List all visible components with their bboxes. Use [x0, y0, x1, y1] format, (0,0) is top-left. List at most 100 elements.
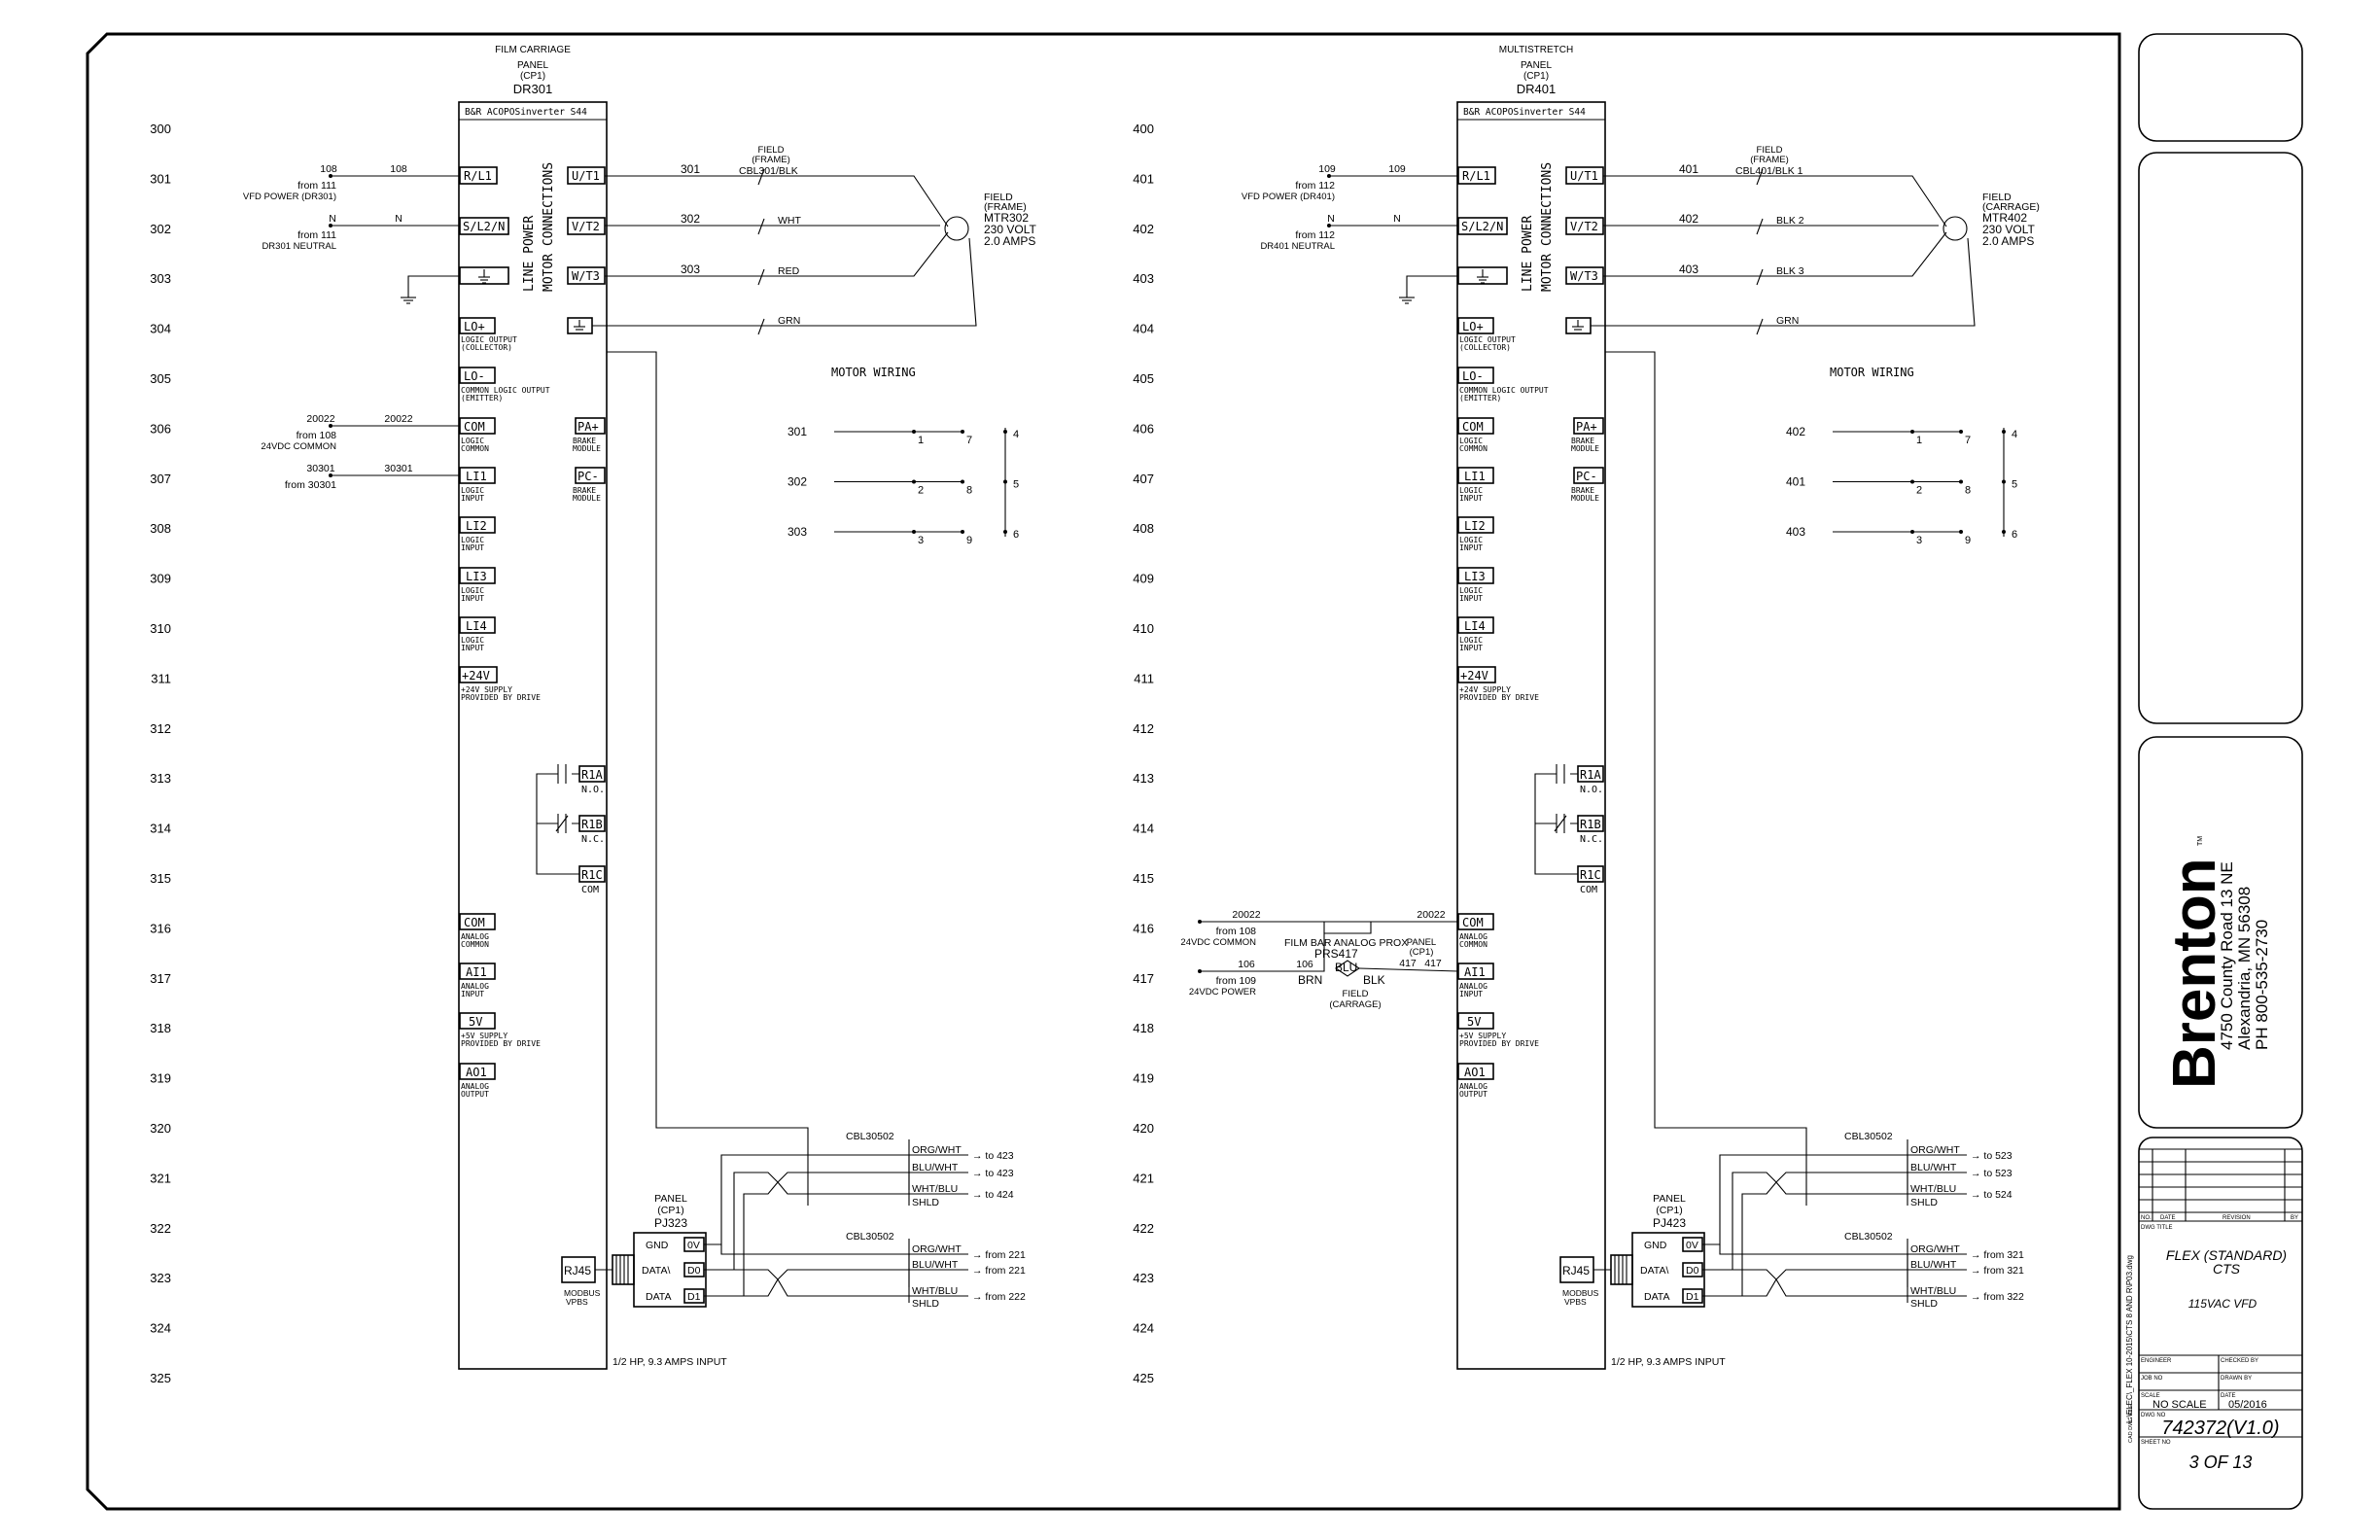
company-logo: Brenton TM — [2161, 836, 2228, 1089]
sheet-number: 3 OF 13 — [2189, 1452, 2253, 1472]
rung-number: 324 — [150, 1321, 171, 1336]
mw-term: 3 — [918, 535, 924, 546]
motor-frame: (FRAME) — [984, 201, 1027, 213]
rung-number: 313 — [150, 771, 171, 786]
terminal-desc: COMMON LOGIC OUTPUT — [1459, 386, 1549, 395]
prox-cp: (CP1) — [1410, 947, 1434, 958]
pj-panel: PANEL — [1653, 1193, 1686, 1205]
terminal-ut1: U/T1 — [572, 169, 600, 183]
terminal-desc: OUTPUT — [1459, 1090, 1488, 1099]
motor-volt: 230 VOLT — [984, 223, 1036, 236]
terminal-desc: COMMON — [461, 940, 489, 949]
terminal-desc: PROVIDED BY DRIVE — [1459, 1039, 1539, 1048]
motor-id: MTR302 — [984, 211, 1029, 225]
terminal-desc: N.C. — [1580, 834, 1603, 845]
date-value: 05/2016 — [2228, 1399, 2267, 1411]
wire-number: N — [395, 213, 402, 225]
rung-number: 405 — [1133, 371, 1154, 386]
drive-dr301: FILM CARRIAGE PANEL (CP1) DR301 B&R ACOP… — [150, 45, 1036, 1385]
drive-box — [1456, 101, 1606, 1370]
terminal-desc: +24V SUPPLY — [1459, 685, 1511, 694]
terminal-analog-com: COM — [1462, 916, 1484, 929]
mw-term: 2 — [918, 485, 924, 497]
terminal-desc: N.C. — [581, 834, 605, 845]
rung-number: 309 — [150, 572, 171, 586]
rung-number: 304 — [150, 322, 171, 336]
mw-term: 7 — [966, 435, 972, 446]
wire-color: GRN — [1776, 315, 1799, 327]
rung-number: 317 — [150, 971, 171, 986]
mw-wire: 401 — [1786, 475, 1805, 489]
terminal-ao1: AO1 — [466, 1066, 487, 1079]
terminal-desc: ANALOG — [461, 1082, 489, 1091]
rung-number: 425 — [1133, 1371, 1154, 1385]
drive-title: B&R ACOPOSinverter S44 — [1463, 107, 1586, 118]
terminal-r1b: R1B — [581, 818, 603, 831]
terminal-desc: LOGIC — [1459, 536, 1483, 544]
cable-color: SHLD — [1910, 1298, 1938, 1310]
address-line: 4750 County Road 13 NE — [2218, 861, 2236, 1050]
panel-id: DR401 — [1517, 82, 1556, 96]
drive-dr401: MULTISTRETCH PANEL (CP1) DR401 B&R ACOPO… — [1133, 45, 2040, 1385]
terminal-r1a: R1A — [581, 768, 603, 782]
terminal-desc: MODULE — [1571, 494, 1599, 503]
pin-label: DATA — [1644, 1291, 1669, 1303]
pin-label: DATA\ — [1640, 1265, 1668, 1277]
file-path: L:\ELEC\_FLEX 10-2015\CTS 8 AND R\P03.dw… — [2125, 1255, 2134, 1423]
terminal-desc: (COLLECTOR) — [461, 343, 512, 352]
terminal-desc: INPUT — [1459, 990, 1483, 998]
rung-number: 321 — [150, 1171, 171, 1185]
cable-id: CBL301/BLK — [739, 165, 798, 177]
terminal-desc: INPUT — [461, 990, 484, 998]
rung-number: 403 — [1133, 271, 1154, 286]
rung-number: 316 — [150, 921, 171, 935]
vpbs-label: VPBS — [1564, 1297, 1587, 1307]
col-header: BY — [2291, 1215, 2298, 1221]
rung-numbers: 3003013023033043053063073083093103113123… — [150, 122, 171, 1385]
terminal-r1a: R1A — [1580, 768, 1601, 782]
motor-field: FIELD — [1982, 192, 2012, 203]
terminal-desc: LOGIC — [461, 586, 484, 595]
cable-dest: → from 221 — [972, 1249, 1026, 1261]
brand-name: Brenton — [2161, 858, 2228, 1089]
rung-number: 419 — [1133, 1071, 1154, 1086]
rung-number: 305 — [150, 371, 171, 386]
pj-id: PJ423 — [1653, 1216, 1686, 1230]
mw-term: 8 — [966, 485, 972, 497]
rung-number: 303 — [150, 271, 171, 286]
terminal-lo-plus: LO+ — [464, 320, 485, 333]
scale-value: NO SCALE — [2152, 1399, 2207, 1411]
terminal-desc: INPUT — [461, 644, 484, 652]
hp-note: 1/2 HP, 9.3 AMPS INPUT — [612, 1356, 727, 1368]
terminal-pc: PC- — [1576, 470, 1597, 483]
terminal-desc: INPUT — [1459, 644, 1483, 652]
terminal-vt2: V/T2 — [1570, 220, 1598, 233]
rung-number: 421 — [1133, 1171, 1154, 1185]
terminal-li3: LI3 — [466, 570, 487, 583]
wire-color: BLK — [1363, 973, 1385, 987]
terminal-desc: COMMON LOGIC OUTPUT — [461, 386, 550, 395]
wire-number: 106 — [1238, 959, 1255, 970]
mw-term: 3 — [1916, 535, 1922, 546]
mw-node — [912, 530, 916, 534]
rung-number: 417 — [1133, 971, 1154, 986]
mw-wire: 402 — [1786, 425, 1805, 438]
wire-number: 30301 — [384, 463, 412, 474]
rung-number: 306 — [150, 421, 171, 436]
wire-number: 108 — [320, 163, 337, 175]
terminal-r1c: R1C — [581, 868, 603, 882]
drawing-title: FLEX (STANDARD) — [2166, 1247, 2287, 1263]
wire-number: 403 — [1679, 262, 1698, 276]
cable-dest: → from 222 — [972, 1291, 1026, 1303]
mw-term: 9 — [966, 535, 972, 546]
prox-field: FIELD — [1343, 989, 1369, 999]
mw-term: 9 — [1965, 535, 1971, 546]
rung-number: 308 — [150, 521, 171, 536]
trademark: TM — [2197, 836, 2204, 846]
terminal-desc: LOGIC — [461, 536, 484, 544]
mw-node — [1910, 430, 1914, 434]
terminal-desc: N.O. — [1580, 785, 1603, 795]
